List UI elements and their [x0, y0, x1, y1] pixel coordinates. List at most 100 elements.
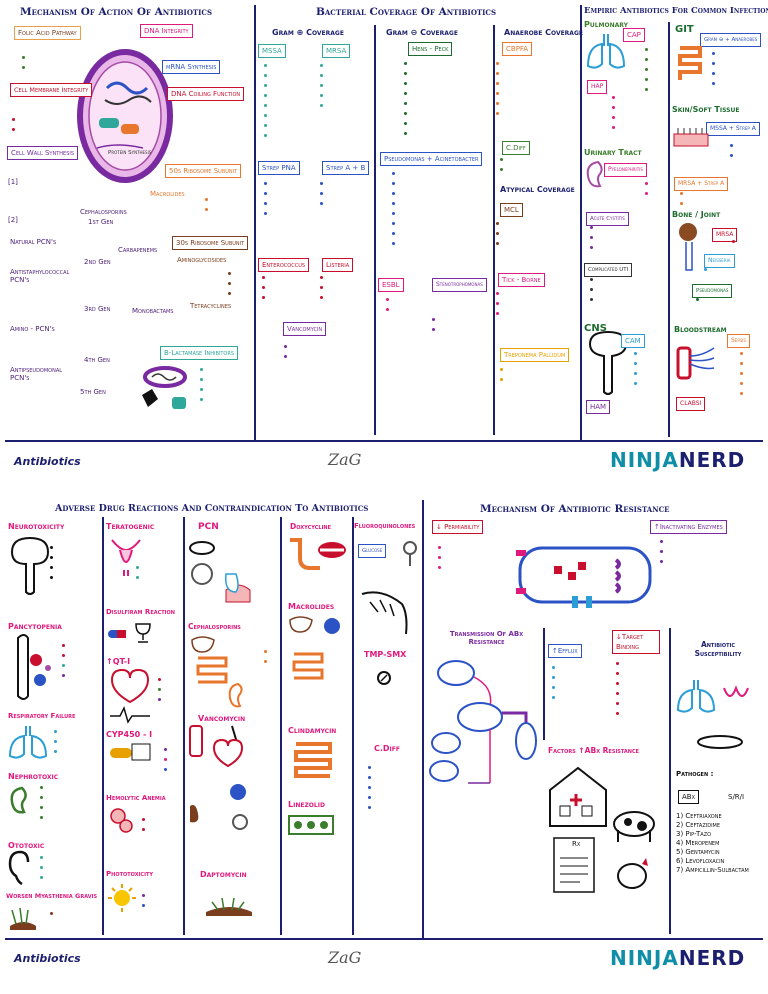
box-mcl: MCL: [500, 203, 523, 217]
ceph-icons: [191, 636, 243, 708]
divider-top-2: [580, 5, 582, 442]
divider-coverage-1: [374, 25, 376, 435]
header-pcn: PCN: [198, 522, 219, 532]
header-qt: ↑QT-I: [106, 657, 131, 666]
box-glucose: Glucose: [358, 544, 387, 558]
header-resp-failure: Respiratory Failure: [8, 712, 76, 720]
header-gram-neg: Gram ⊖ Coverage: [386, 28, 458, 37]
dots-vanco: [284, 345, 288, 365]
factors-icons: [549, 766, 655, 893]
linezolid-icon: [288, 815, 334, 835]
header-cns: CNS: [584, 323, 607, 334]
dots-hap: [612, 96, 616, 136]
header-cyp: CYP450 - I: [106, 730, 153, 739]
box-clabsi: CLABSI: [676, 397, 706, 411]
dots-steno: [432, 318, 436, 338]
box-esbl: ESBL: [378, 278, 404, 292]
divider-res-1: [543, 628, 545, 740]
dots-mcl: [496, 222, 500, 252]
kidney-icon: [586, 160, 603, 188]
divider-adr-1: [102, 517, 104, 935]
bacteria-icon: [142, 366, 187, 409]
dots-pancyto: [62, 644, 66, 684]
label-pathogen: Pathogen :: [676, 770, 714, 778]
abx-list-item: 2) Ceftazidime: [676, 821, 721, 829]
label-tetracyclines: Tetracyclines: [190, 302, 232, 310]
label-cell-wall: Cell Wall Synthesis: [7, 146, 79, 160]
dots-cbpfa: [496, 62, 500, 122]
header-gram-pos: Gram ⊕ Coverage: [272, 28, 344, 37]
dots-trep: [500, 368, 504, 388]
box-cam: CAM: [621, 334, 645, 348]
box-target-binding: ↓Target Binding: [612, 630, 660, 654]
box-vancomycin: Vancomycin: [283, 322, 327, 336]
dots-skin: [730, 144, 734, 164]
dots-cam: [634, 352, 638, 392]
box-bone-pseudo: Pseudomonas: [692, 284, 733, 298]
dots-cyp: [164, 748, 168, 778]
box-mssa: MSSA: [258, 44, 286, 58]
macro-icons: [289, 616, 340, 680]
dots-oto: [40, 856, 44, 886]
divider-res-2: [669, 628, 671, 934]
box-strep-ab: Strep A + B: [322, 161, 370, 175]
dots-cystitis: [590, 226, 594, 256]
label-protein-synthesis: Protein Synthesis: [108, 150, 152, 156]
dots-sepsis: [740, 352, 744, 402]
header-myasthenia: Worsen Myasthenia Gravis: [6, 892, 98, 900]
label-antipseudo-pcn: Antipseudomonal PCN's: [10, 366, 63, 382]
dots-mg: [50, 912, 54, 922]
bacterial-cell-diagram: [77, 49, 173, 183]
header-bone: Bone / Joint: [672, 210, 721, 219]
abx-list-item: 5) Gentamycin: [676, 848, 720, 856]
dots-photo: [142, 894, 146, 914]
label-sir: S/R/I: [728, 793, 745, 801]
label-gen1: 1st Gen: [88, 218, 114, 226]
box-bone-mrsa: MRSA: [712, 228, 738, 242]
box-ham: HAM: [586, 400, 611, 414]
label-macrolides: Macrolides: [150, 190, 185, 198]
header-teratogenic: Teratogenic: [106, 522, 155, 531]
header-disulfiram: Disulfiram Reaction: [106, 608, 175, 616]
label-dna-integrity: DNA Integrity: [140, 24, 193, 38]
label-bracket-1: [1]: [8, 178, 18, 186]
dots-hens: [404, 62, 408, 142]
brain-side-icon: [10, 536, 50, 595]
header-atypical: Atypical Coverage: [500, 185, 575, 194]
header-clindamycin: Clindamycin: [288, 726, 337, 735]
dots-neuro: [50, 546, 54, 586]
box-neisseria: Neisseria: [704, 254, 735, 268]
dots-mrsa: [320, 64, 324, 114]
header-urinary: Urinary Tract: [584, 148, 642, 157]
label-50s: 50s Ribosome Subunit: [165, 164, 242, 178]
box-complicated-uti: Complicated UTI: [584, 263, 633, 277]
cyp-pill-icon: [110, 743, 151, 761]
dots-listeria: [320, 276, 324, 306]
dots-target: [616, 662, 620, 722]
header-factors: Factors ↑ABx Resistance: [548, 746, 640, 755]
brain-icon: [588, 330, 628, 395]
clinda-icon: [294, 742, 332, 778]
header-vancomycin-adr: Vancomycin: [198, 714, 246, 723]
dots-resp: [54, 730, 58, 760]
box-cystitis: Acute Cystitis: [586, 212, 629, 226]
lungs-icon: [586, 34, 626, 69]
skin-icon: [673, 128, 709, 147]
divider-bottom-top: [5, 498, 763, 500]
pcn-icons: [189, 541, 251, 603]
header-pancytopenia: Pancytopenia: [8, 622, 62, 631]
header-bloodstream: Bloodstream: [674, 325, 727, 334]
header-neurotoxicity: Neurotoxicity: [8, 522, 65, 531]
dots-macrolides: [205, 198, 209, 218]
dots-blactamase: [200, 368, 204, 408]
dapto-icon: [206, 897, 252, 916]
box-listeria: Listeria: [322, 258, 354, 272]
label-bracket-2: [2]: [8, 216, 18, 224]
dots-neisseria: [704, 268, 708, 278]
header-hemolytic: Hemolytic Anemia: [106, 794, 166, 802]
dots-bone: [732, 240, 736, 250]
box-pyelo: Pyelonephritis: [604, 163, 647, 177]
box-tick-borne: Tick - Borne: [498, 273, 545, 287]
dots-skin-mrsa: [680, 192, 684, 212]
dots-folic: [22, 56, 26, 76]
